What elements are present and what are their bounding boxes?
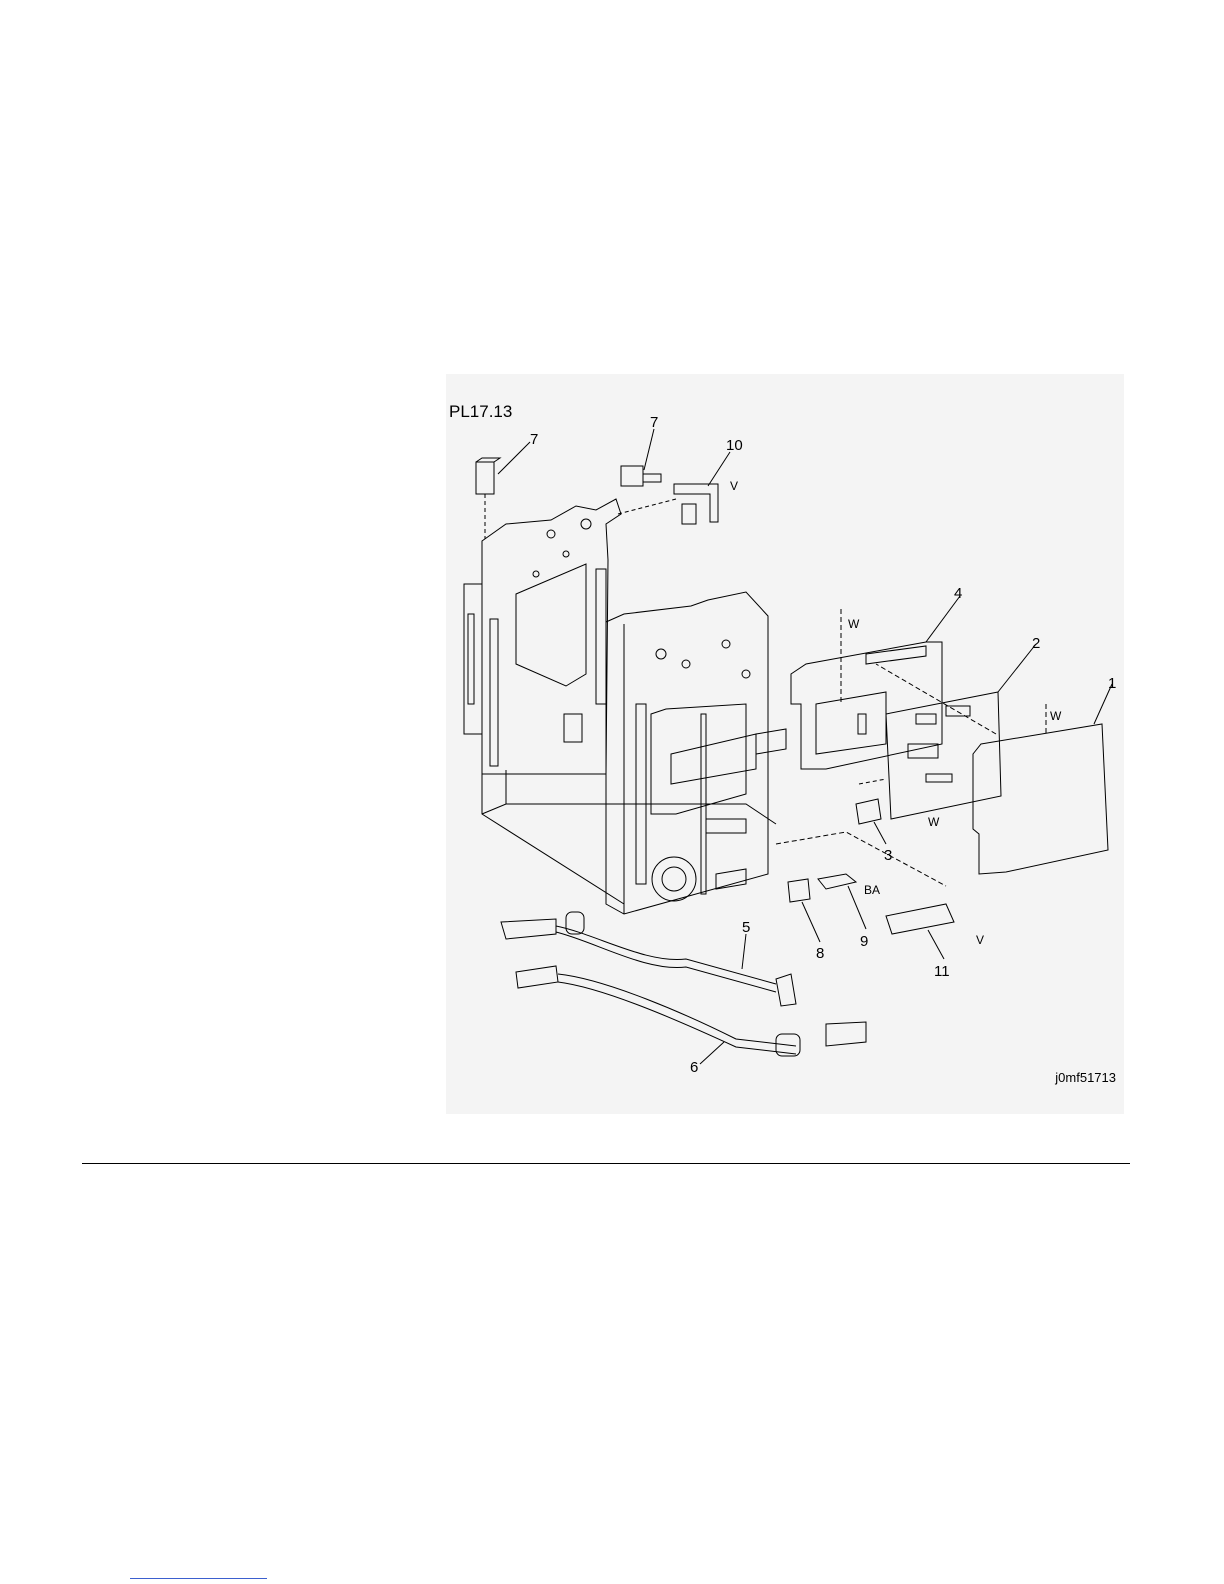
harness-6 (516, 966, 866, 1056)
leader-lines (498, 429, 1112, 1064)
callout-10: 10 (726, 437, 743, 454)
tag-v-bottom: V (976, 933, 984, 947)
pwb-1 (876, 664, 1108, 874)
tag-w-right: W (1050, 709, 1062, 723)
harness-5 (501, 912, 796, 1006)
callout-3: 3 (884, 847, 892, 864)
tag-w-lower: W (928, 815, 940, 829)
part-11 (886, 904, 954, 934)
top-bracket-assembly (476, 458, 718, 539)
pwb-2 (858, 692, 1001, 819)
exploded-view-drawing: 7 7 10 4 2 1 3 8 9 11 5 6 V W W W BA V (446, 374, 1124, 1114)
part-3 (856, 779, 886, 824)
front-frame (606, 592, 786, 914)
figure-code: j0mf51713 (1055, 1070, 1116, 1085)
rear-frame (464, 499, 621, 774)
callout-9: 9 (860, 933, 868, 950)
tag-ba: BA (864, 883, 880, 897)
reference-tags: V W W W BA V (730, 479, 1062, 947)
callout-1: 1 (1108, 675, 1116, 692)
plate-id: PL17.13 (449, 402, 512, 422)
tag-v-top: V (730, 479, 738, 493)
footer-link-underline[interactable] (130, 1578, 267, 1579)
callout-7-top: 7 (650, 414, 658, 431)
callout-2: 2 (1032, 635, 1040, 652)
callout-8: 8 (816, 945, 824, 962)
callout-4: 4 (954, 585, 962, 602)
callout-7-left: 7 (530, 431, 538, 448)
callout-5: 5 (742, 919, 750, 936)
callout-6: 6 (690, 1059, 698, 1076)
callout-labels: 7 7 10 4 2 1 3 8 9 11 5 6 (530, 414, 1116, 1076)
parts-diagram: 7 7 10 4 2 1 3 8 9 11 5 6 V W W W BA V P… (446, 374, 1124, 1114)
tag-w-upper: W (848, 617, 860, 631)
section-divider (82, 1163, 1130, 1164)
parts-8-9 (776, 832, 946, 902)
callout-11: 11 (934, 963, 950, 980)
